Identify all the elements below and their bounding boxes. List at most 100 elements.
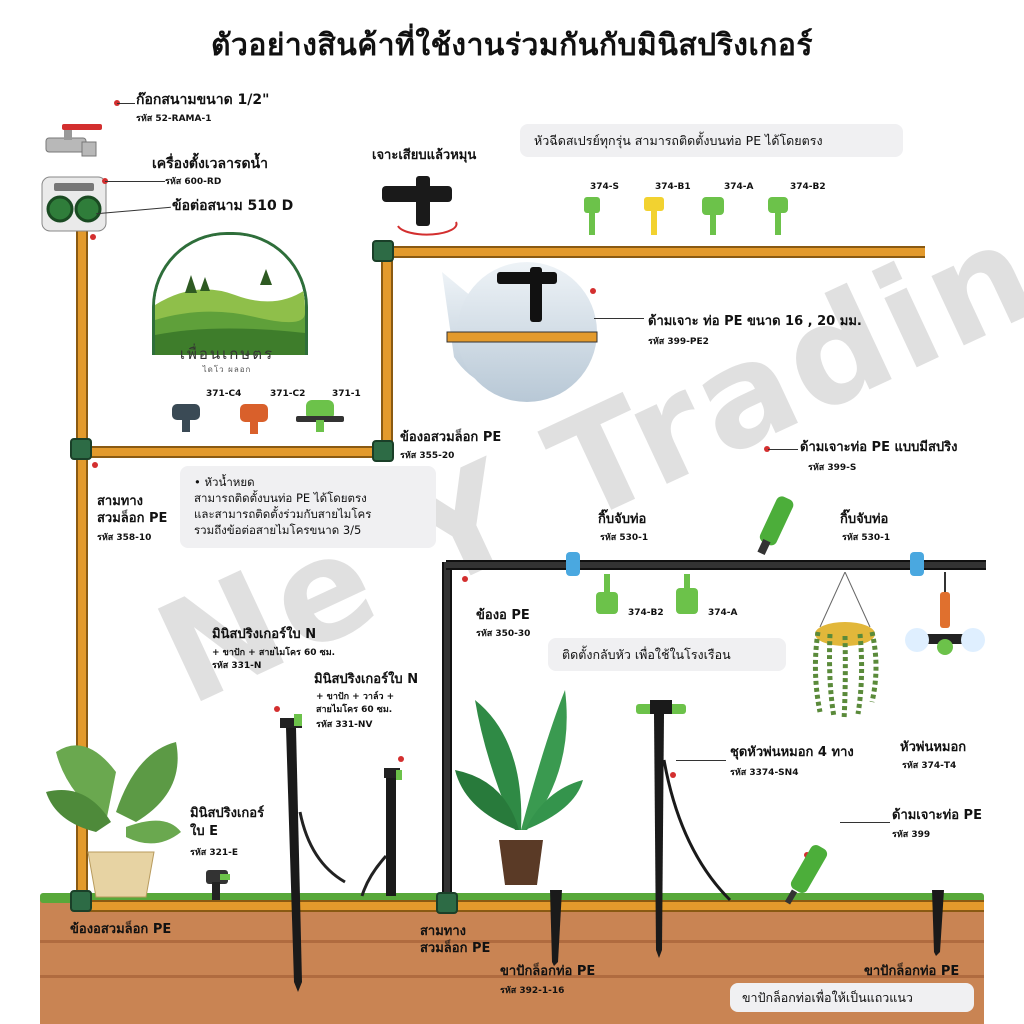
pipe-clip-icon — [910, 552, 924, 576]
leader-dot — [92, 462, 98, 468]
tee-left-label: สวมล็อก PE — [97, 511, 168, 526]
spring-tool-label: ด้ามเจาะท่อ PE แบบมีสปริง — [800, 440, 958, 455]
spring-tool-code: รหัส 399-S — [808, 463, 857, 473]
elbow-top-label: ข้องอสวมล็อก PE — [400, 430, 502, 445]
grass-strip — [40, 893, 984, 903]
pe-tool-code: รหัส 399-PE2 — [648, 337, 709, 347]
greenhouse-riser-pipe — [442, 562, 452, 902]
inverted-head-code: 374-B2 — [628, 608, 664, 618]
top-pipe — [385, 246, 925, 258]
elbow-mid-label: ข้องอ PE — [476, 608, 530, 623]
farm-landscape-icon — [155, 235, 305, 355]
drip-note-line: รวมถึงข้อต่อสายไมโครขนาด 3/5 — [194, 523, 362, 537]
pe-tool2-label: ด้ามเจาะท่อ PE — [892, 808, 982, 823]
leader-dot — [764, 446, 770, 452]
faucet-code: รหัส 52-RAMA-1 — [136, 114, 212, 124]
mist-set-label: ชุดหัวพ่นหมอก 4 ทาง — [730, 745, 854, 760]
elbow-fitting — [70, 890, 92, 912]
dripper-icon — [172, 404, 200, 432]
mist-head-label: หัวพ่นหมอก — [900, 740, 967, 755]
elbow-mid-code: รหัส 350-30 — [476, 629, 531, 639]
spray-head-code: 374-A — [724, 182, 754, 192]
mini-nv-desc: สายไมโคร 60 ซม. — [316, 705, 393, 715]
mini-sprinkler-e-icon — [206, 870, 230, 900]
inverted-head-icon — [676, 574, 698, 614]
mist-head-icon — [905, 572, 985, 655]
main-pipe-vertical — [76, 230, 88, 900]
soil-layer — [40, 975, 984, 978]
timer-code: รหัส 600-RD — [165, 177, 222, 187]
logo-badge — [152, 232, 308, 355]
piercer-label: เจาะเสียบแล้วหมุน — [372, 148, 477, 163]
spray-head-code: 374-B2 — [790, 182, 826, 192]
faucet-icon — [45, 124, 102, 157]
piercer-tool-icon — [382, 176, 458, 236]
leader-line — [676, 760, 726, 761]
leader-dot — [590, 288, 596, 294]
dripper-code: 371-C4 — [206, 389, 242, 399]
greenhouse-note: ติดตั้งกลับหัว เพื่อใช้ในโรงเรือน — [548, 638, 786, 671]
tee-bottom-label: สามทาง — [420, 924, 467, 939]
pe-tool-label: ด้ามเจาะ ท่อ PE ขนาด 16 , 20 มม. — [648, 314, 862, 329]
tee-left-code: รหัส 358-10 — [97, 533, 152, 543]
mini-e-code: รหัส 321-E — [190, 848, 239, 858]
dripper-icon — [296, 400, 344, 432]
spray-head-icon — [702, 197, 724, 235]
elbow-fitting — [372, 240, 394, 262]
stake-left-code: รหัส 392-1-16 — [500, 986, 565, 996]
mini-n-code: รหัส 331-N — [212, 661, 262, 671]
clip-right-code: รหัส 530-1 — [842, 533, 891, 543]
mist-set-4way-icon — [636, 700, 732, 958]
pe-tool-399-icon — [784, 845, 828, 905]
mini-nv-desc: + ขาปัก + วาล์ว + — [316, 692, 395, 702]
leader-dot — [462, 576, 468, 582]
clip-right-label: กิ๊บจับท่อ — [840, 512, 889, 527]
leader-line — [768, 449, 798, 450]
page-title: ตัวอย่างสินค้าที่ใช้งานร่วมกันกับมินิสปร… — [211, 28, 813, 63]
elbow-fitting — [372, 440, 394, 462]
elbow-bottom-label: ข้องอสวมล็อก PE — [70, 922, 172, 937]
leader-line — [117, 103, 135, 104]
stake-right-label: ขาปักล็อกท่อ PE — [864, 964, 960, 979]
leader-dot — [274, 706, 280, 712]
spray-head-icon — [644, 197, 664, 235]
mini-nv-label: มินิสปริงเกอร์ใบ N — [314, 672, 419, 687]
mini-n-label: มินิสปริงเกอร์ใบ N — [212, 627, 317, 642]
leader-dot — [398, 756, 404, 762]
inverted-head-icon — [596, 574, 618, 614]
pe-tool2-code: รหัส 399 — [892, 830, 931, 840]
tee-bottom-label: สวมล็อก PE — [420, 941, 491, 956]
spray-head-icon — [584, 197, 600, 235]
mini-n-desc: + ขาปัก + สายไมโคร 60 ซม. — [212, 648, 336, 658]
pipe-stake-icon — [550, 890, 562, 966]
mini-sprinkler-nv-icon — [360, 768, 402, 897]
ground-pipe — [80, 900, 984, 912]
mist-set-code: รหัส 3374-SN4 — [730, 768, 799, 778]
tee-fitting — [436, 892, 458, 914]
spray-head-icon — [768, 197, 788, 235]
stake-left-label: ขาปักล็อกท่อ PE — [500, 964, 596, 979]
connector-label: ข้อต่อสนาม 510 D — [172, 198, 294, 214]
logo-subtitle: ไดโว ผลอก — [202, 365, 252, 374]
clip-left-label: กิ๊บจับท่อ — [598, 512, 647, 527]
dripper-code: 371-1 — [332, 389, 361, 399]
inverted-heads-group — [596, 574, 698, 614]
leader-dot — [670, 772, 676, 778]
leader-line — [840, 822, 890, 823]
riser-pipe — [381, 250, 393, 450]
spray-head-code: 374-B1 — [655, 182, 691, 192]
potted-plant-icon — [455, 690, 583, 885]
drippers-group — [172, 400, 344, 434]
monstera-plant-icon — [46, 742, 181, 898]
mini-sprinkler-n-icon — [280, 714, 346, 992]
mini-nv-code: รหัส 331-NV — [316, 720, 373, 730]
greenhouse-pipe — [446, 560, 986, 570]
clip-left-code: รหัส 530-1 — [600, 533, 649, 543]
inverted-head-code: 374-A — [708, 608, 738, 618]
logo-name: เพื่อนเกษตร — [179, 345, 275, 363]
tee-left-label: สามทาง — [97, 494, 144, 509]
elbow-top-code: รหัส 355-20 — [400, 451, 455, 461]
tee-fitting — [70, 438, 92, 460]
drip-note-line: และสามารถติดตั้งร่วมกับสายไมโคร — [194, 507, 372, 521]
drip-note-line: สามารถติดตั้งบนท่อ PE ได้โดยตรง — [194, 491, 367, 505]
